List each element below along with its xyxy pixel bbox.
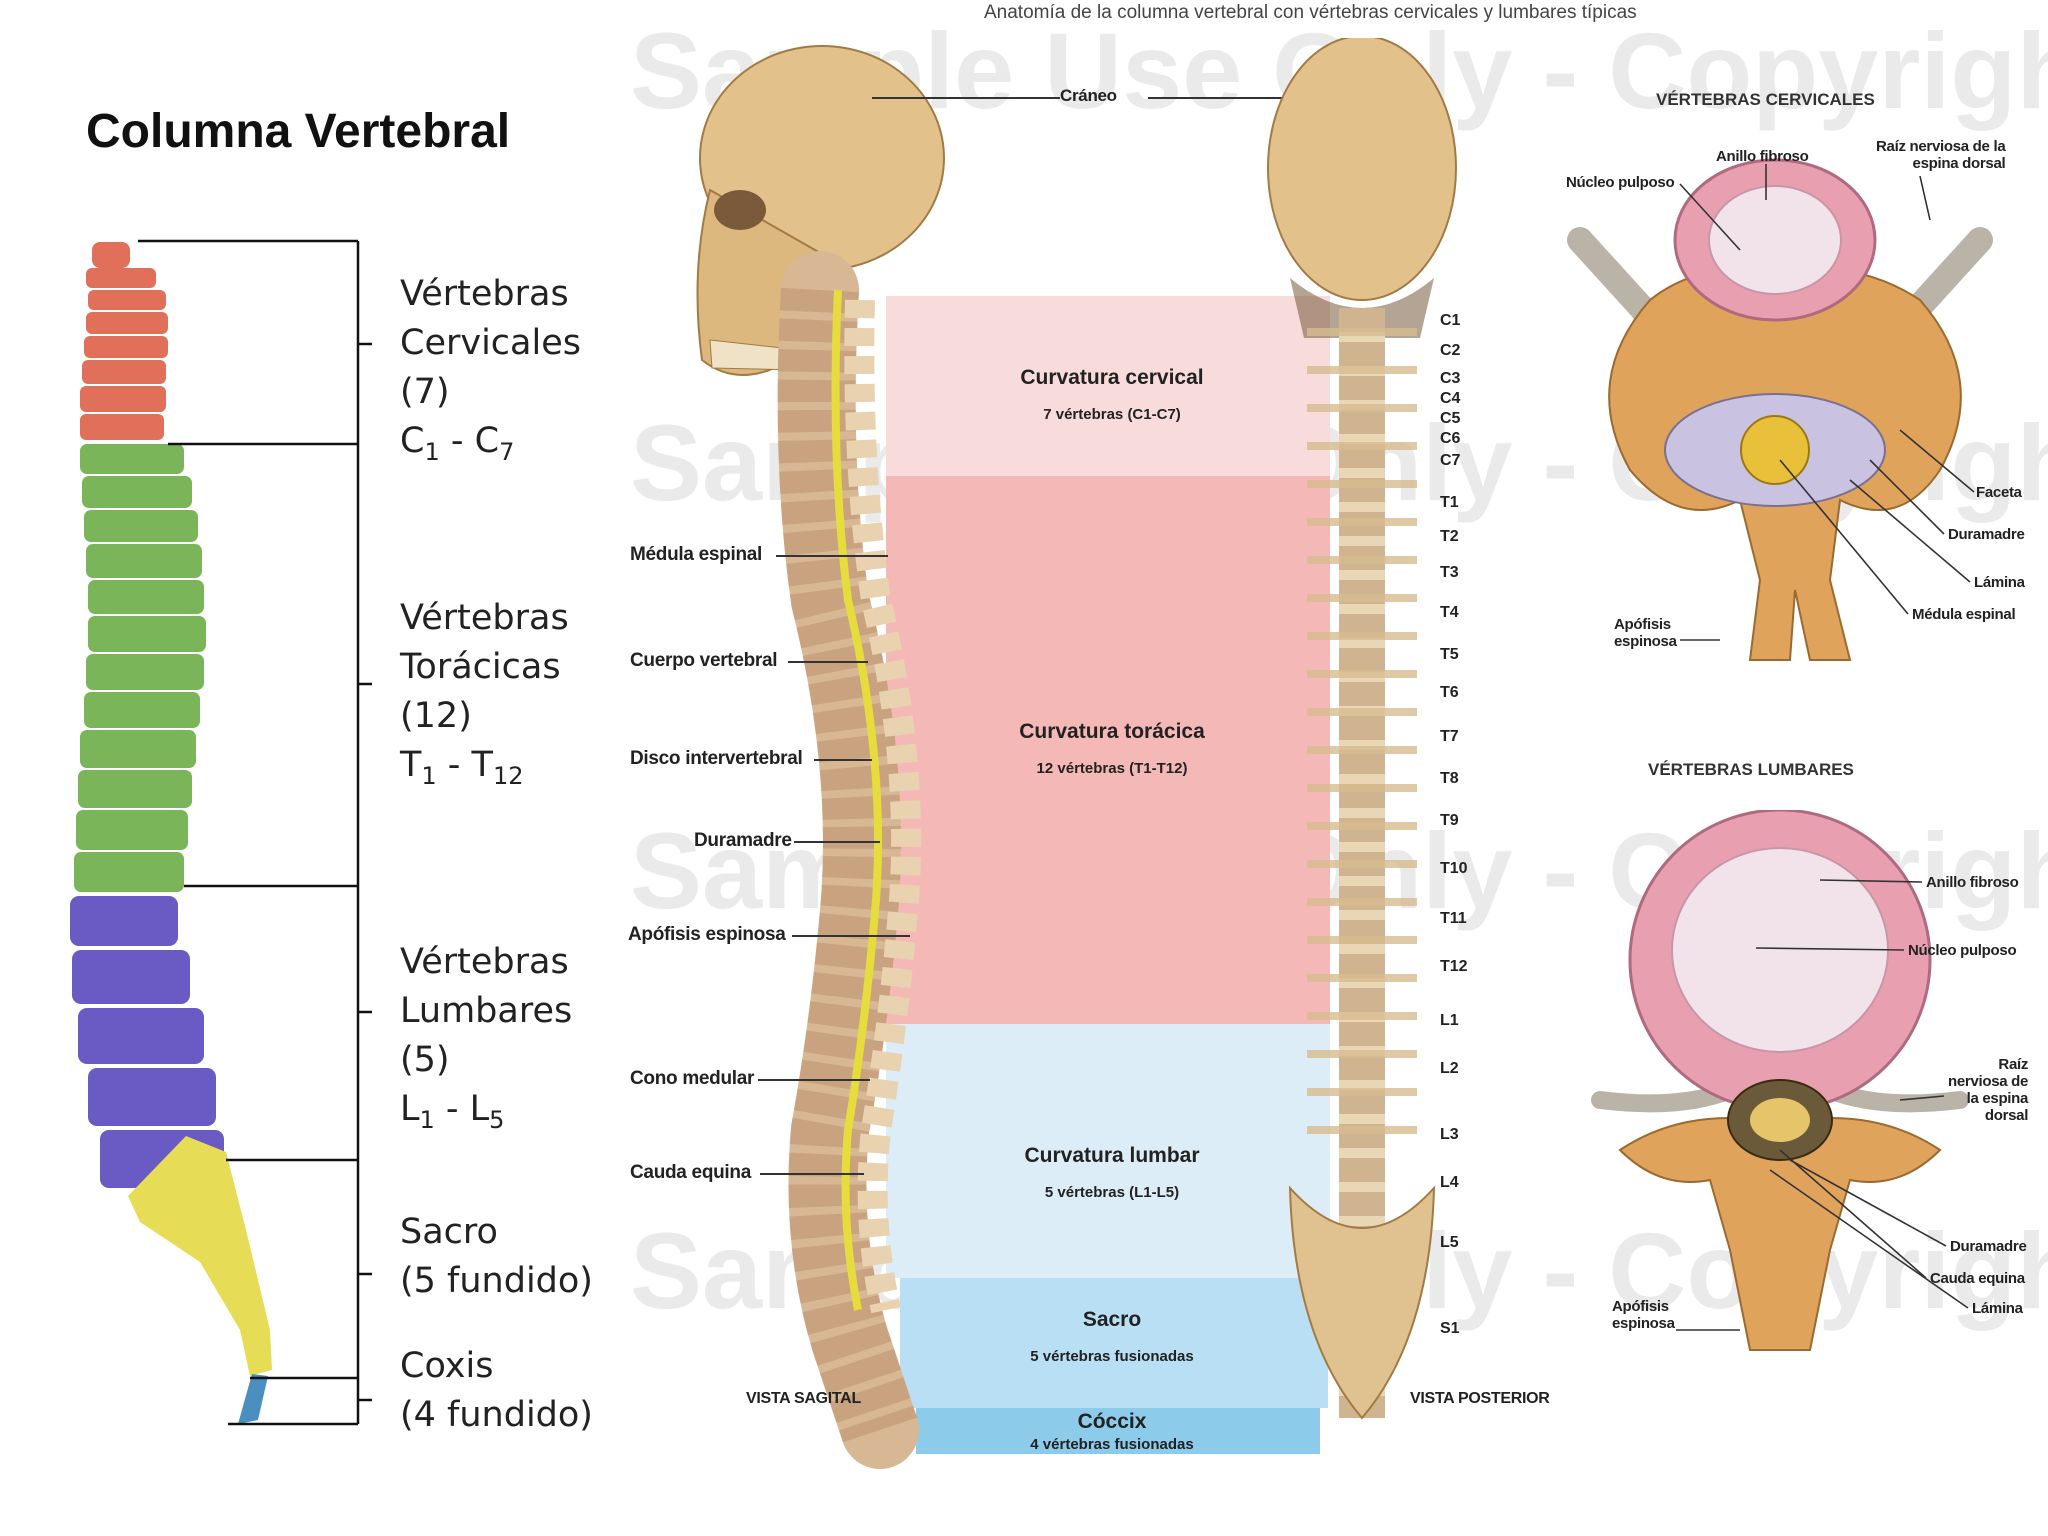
vlabel-T6: T6: [1440, 684, 1459, 701]
vlabel-T10: T10: [1440, 860, 1468, 877]
zone-coccyx-sub: 4 vértebras fusionadas: [1030, 1436, 1194, 1453]
posterior-caption: VISTA POSTERIOR: [1410, 1390, 1550, 1407]
label-medula: Médula espinal: [630, 544, 763, 565]
label-cuerpo: Cuerpo vertebral: [630, 650, 778, 671]
lumb-nucleo-label: Núcleo pulposo: [1908, 942, 2017, 959]
zone-cervical-sub: 7 vértebras (C1-C7): [1043, 406, 1181, 423]
lumbar-vertebra-title: VÉRTEBRAS LUMBARES: [1648, 760, 1854, 779]
zone-thoracic-title: Curvatura torácica: [1019, 720, 1205, 743]
vlabel-C5: C5: [1440, 410, 1461, 427]
label-cauda: Cauda equina: [630, 1162, 751, 1183]
skull-label: Cráneo: [1060, 86, 1117, 105]
vlabel-L3: L3: [1440, 1126, 1459, 1143]
vlabel-C6: C6: [1440, 430, 1461, 447]
label-cono: Cono medular: [630, 1068, 755, 1089]
vlabel-C1: C1: [1440, 312, 1461, 329]
zone-thoracic-sub: 12 vértebras (T1-T12): [1036, 760, 1188, 777]
lumb-raiz-label: Raíz nerviosa de la espina dorsal: [1948, 1056, 2029, 1124]
lumb-duramadre-label: Duramadre: [1950, 1238, 2027, 1255]
zone-lumbar-sub: 5 vértebras (L1-L5): [1044, 1184, 1180, 1201]
lumbar-vertebra-illustration: [1591, 810, 1969, 1351]
thoracic-segment: [74, 444, 206, 892]
sacrum-segment: [128, 1136, 272, 1376]
coccyx-label: Coxis (4 fundido): [400, 1346, 593, 1435]
label-disco: Disco intervertebral: [630, 748, 803, 769]
cerv-nucleo-label: Núcleo pulposo: [1566, 174, 1675, 191]
vlabel-T9: T9: [1440, 812, 1459, 829]
vlabel-T7: T7: [1440, 728, 1459, 745]
zone-cervical-title: Curvatura cervical: [1020, 366, 1204, 389]
lumbar-label: Vértebras Lumbares (5) L1 - L5: [400, 942, 573, 1134]
posterior-spine-illustration: [1267, 38, 1457, 1420]
zone-sacrum-sub: 5 vértebras fusionadas: [1030, 1348, 1194, 1365]
vlabel-T4: T4: [1440, 604, 1459, 621]
vlabel-L2: L2: [1440, 1060, 1459, 1077]
coccyx-segment: [238, 1374, 268, 1424]
left-title: Columna Vertebral: [86, 105, 511, 158]
cerv-lamina-label: Lámina: [1974, 574, 2025, 591]
bracket-lines: [138, 239, 372, 1426]
band-lumbar: [886, 1024, 1330, 1278]
zone-sacrum-title: Sacro: [1082, 1308, 1142, 1331]
band-sacrum: [900, 1278, 1328, 1408]
vlabel-T5: T5: [1440, 646, 1459, 663]
label-duramadre: Duramadre: [694, 830, 792, 851]
vlabel-L1: L1: [1440, 1012, 1459, 1029]
sagittal-caption: VISTA SAGITAL: [746, 1390, 861, 1407]
vlabel-T1: T1: [1440, 494, 1459, 511]
lumb-lamina-label: Lámina: [1972, 1300, 2023, 1317]
vlabel-T8: T8: [1440, 770, 1459, 787]
band-cervical: [886, 296, 1330, 476]
vlabel-C7: C7: [1440, 452, 1461, 469]
lumb-anillo-label: Anillo fibroso: [1926, 874, 2019, 891]
band-thoracic: [886, 476, 1330, 1024]
cervical-vertebra-illustration: [1567, 158, 1993, 661]
vlabel-C4: C4: [1440, 390, 1461, 407]
cerv-raiz-label: Raíz nerviosa de la espina dorsal: [1876, 138, 2006, 172]
cervical-label: Vértebras Cervicales (7) C1 - C7: [400, 274, 581, 466]
cerv-apofisis-label: Apófisis espinosa: [1614, 616, 1677, 650]
sagittal-spine-illustration: [696, 45, 945, 1469]
label-apofisis: Apófisis espinosa: [628, 924, 786, 945]
cerv-duramadre-label: Duramadre: [1948, 526, 2025, 543]
lumb-apofisis-label: Apófisis espinosa: [1612, 1298, 1675, 1332]
vlabel-L5: L5: [1440, 1234, 1459, 1251]
vlabel-T2: T2: [1440, 528, 1459, 545]
vlabel-T12: T12: [1440, 958, 1468, 975]
vlabel-S1: S1: [1440, 1320, 1460, 1337]
band-coccyx: [916, 1408, 1320, 1454]
vlabel-T3: T3: [1440, 564, 1459, 581]
vlabel-T11: T11: [1440, 910, 1467, 927]
vlabel-C2: C2: [1440, 342, 1461, 359]
sacrum-label: Sacro (5 fundido): [400, 1212, 593, 1301]
cerv-faceta-label: Faceta: [1976, 484, 2022, 501]
cerv-anillo-label: Anillo fibroso: [1716, 148, 1809, 165]
vlabel-L4: L4: [1440, 1174, 1459, 1191]
header-caption: Anatomía de la columna vertebral con vér…: [984, 2, 1637, 23]
vlabel-C3: C3: [1440, 370, 1461, 387]
cervical-vertebra-title: VÉRTEBRAS CERVICALES: [1656, 90, 1875, 109]
cervical-segment: [80, 242, 168, 440]
cerv-medula-label: Médula espinal: [1912, 606, 2016, 623]
zone-coccyx-title: Cóccix: [1077, 1410, 1147, 1433]
lumb-cauda-label: Cauda equina: [1930, 1270, 2025, 1287]
zone-lumbar-title: Curvatura lumbar: [1024, 1144, 1200, 1167]
colored-spine-illustration: [70, 239, 372, 1426]
thoracic-label: Vértebras Torácicas (12) T1 - T12: [400, 598, 569, 790]
